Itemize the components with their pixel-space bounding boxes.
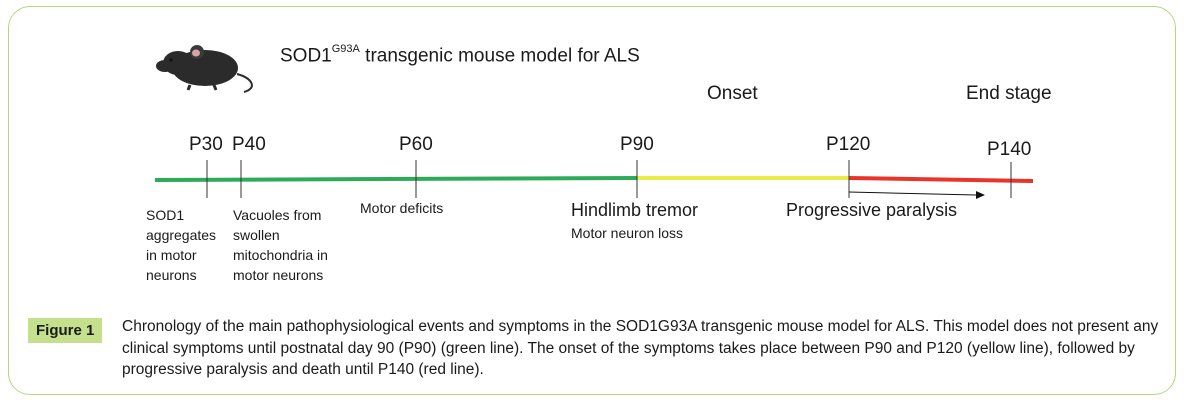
tick-label-p60: P60 (399, 134, 433, 155)
tick-label-p90: P90 (620, 134, 654, 155)
event-p90-hindlimb-tremor: Hindlimb tremor (571, 200, 699, 220)
figure-caption: Chronology of the main pathophysiologica… (122, 318, 1159, 378)
tick-label-p140: P140 (987, 139, 1032, 160)
event-p90-motor-neuron-loss: Motor neuron loss (571, 225, 684, 241)
figure-label: Figure 1 (28, 318, 103, 343)
phase-label-end-stage: End stage (966, 83, 1052, 104)
timeline-segment-green (154, 176, 638, 182)
mouse-icon (156, 45, 253, 93)
tick-label-p30: P30 (189, 134, 223, 155)
phase-label-onset: Onset (707, 83, 758, 104)
event-p40-vacuoles: Vacuoles from swollen mitochondria in mo… (233, 207, 328, 283)
event-p30-sod1-aggregates: SOD1 aggregates in motor neurons (146, 207, 217, 283)
timeline-segment-red (848, 176, 1034, 183)
figure-frame (8, 6, 1176, 395)
tick-label-p40: P40 (232, 134, 266, 155)
event-p120-progressive-paralysis: Progressive paralysis (786, 200, 958, 220)
diagram-title: SOD1G93A transgenic mouse model for ALS (280, 43, 640, 67)
tick-label-p120: P120 (826, 134, 871, 155)
event-p60-motor-deficits: Motor deficits (360, 200, 444, 216)
progression-arrow (848, 191, 985, 199)
